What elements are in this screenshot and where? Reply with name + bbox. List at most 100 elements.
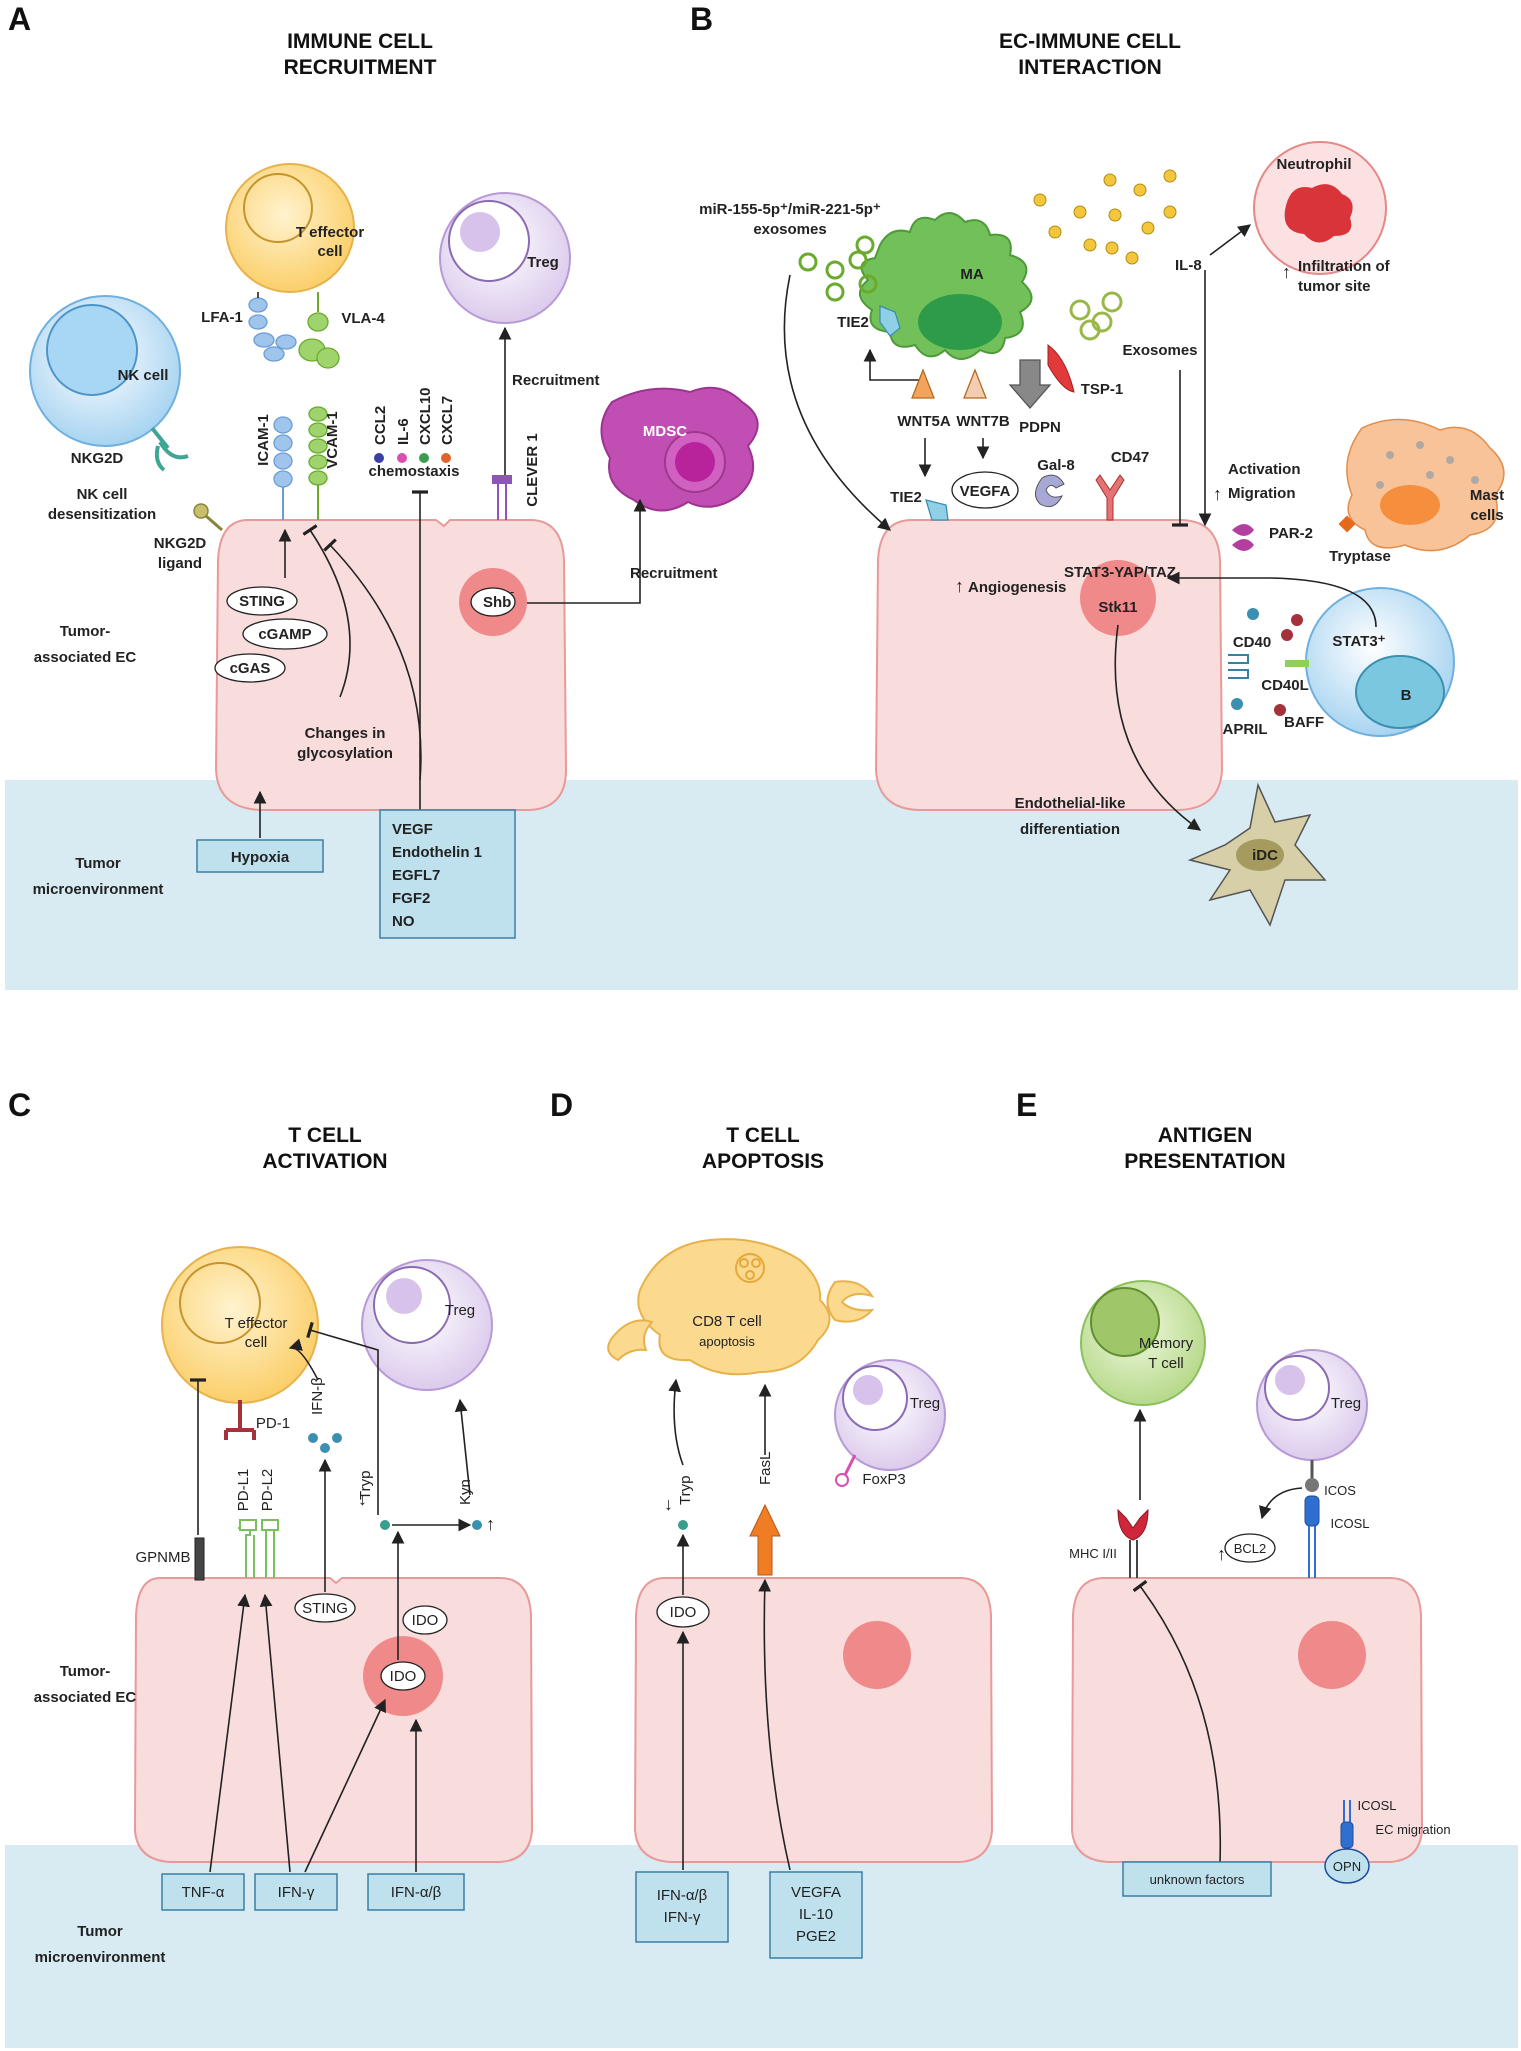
chemokine-cxcl10: CXCL10 [417,387,434,445]
cgas-oval [214,653,286,683]
panel-letter-a: A [8,1,31,37]
ifnab-label-c: IFN-α/β [391,1884,442,1901]
unknown-mhc-inhibit [1132,1579,1222,1863]
nkg2d-ligand-2: ligand [158,555,202,572]
neutrophil-label: Neutrophil [1277,156,1352,173]
endo-diff-label-2: differentiation [1020,821,1120,838]
cgas-label: cGAS [230,660,271,677]
t-effector-label-2: cell [317,243,342,260]
kyn-up-arrow: ↑ [486,1514,495,1534]
ifn-d-2: IFN-γ [664,1909,701,1926]
panel-letter-d: D [550,1087,573,1123]
infiltration-up-arrow: ↑ [1282,262,1291,282]
tryp-d-down-arrow: ↓ [664,1494,673,1514]
panel-d: D T CELL APOPTOSIS IDO CD8 T cell apopto… [550,1087,994,1959]
vla4-vcam1-chain [298,312,340,486]
tnfa-label: TNF-α [182,1884,225,1901]
fasl-label: FasL [757,1452,774,1485]
tryp-dot-d [678,1520,688,1530]
panel-e: E ANTIGEN PRESENTATION Memory T cell Tre… [1016,1087,1451,1897]
wnt7b-shape [963,368,987,399]
shb-label-oval [470,587,516,617]
vegfa-box-d [769,1871,863,1959]
mast-nucleus [1380,485,1440,525]
ma-exosomes [1069,291,1123,341]
stat3-label: STAT3⁺ [1332,633,1385,650]
kyn-dot [472,1520,482,1530]
wnt7b-label: WNT7B [956,413,1009,430]
nk-desens-2: desensitization [48,506,156,523]
clever1-label: CLEVER 1 [524,433,541,506]
chemokine-cxcl7: CXCL7 [439,396,456,445]
pdl2-label: PD-L2 [259,1469,276,1512]
tryp-label-d: Tryp [677,1476,694,1505]
nk-nucleus [46,304,138,396]
panel-a-title-1: IMMUNE CELL [287,30,433,53]
stat3yap-label: STAT3-YAP/TAZ [1064,564,1176,581]
lfa1-icam1-chain [248,297,297,488]
tie2-loop-arrow [863,348,926,381]
cd8-label-1: CD8 T cell [692,1313,761,1330]
memory-label-1: Memory [1139,1335,1194,1352]
hypoxia-box [196,839,324,873]
fasl-arrow-shape [749,1503,781,1576]
treg-label-e: Treg [1331,1395,1361,1412]
mhc-receptor [1117,1508,1149,1541]
nkg2d-ligand-knob [193,503,209,519]
t-effector-nucleus-a [243,173,313,243]
kyn-treg-arrow [454,1398,471,1496]
ec-label-a-2: associated EC [34,649,137,666]
unknown-factors-box [1122,1861,1272,1897]
vegfa-label: VEGFA [960,483,1011,500]
shb-sup: - [510,584,514,599]
par2-receptor [1232,524,1254,551]
ifnb-label: IFN-β [309,1377,326,1415]
ec-b-nucleus [1080,560,1156,636]
mdsc-label: MDSC [643,423,687,440]
cd8-label-2: apoptosis [699,1334,755,1349]
april-label: APRIL [1223,721,1268,738]
icos-head [1305,1478,1319,1492]
ec-migration-label: EC migration [1375,1822,1450,1837]
panel-b: B EC-IMMUNE CELL INTERACTION STAT3-YAP/T… [690,1,1505,927]
memory-label-2: T cell [1148,1355,1184,1372]
sting-label-a: STING [239,593,285,610]
mirna-label-1: miR-155-5p⁺/miR-221-5p⁺ [699,201,881,218]
opn-label: OPN [1333,1859,1361,1874]
pdl2-head [261,1519,279,1531]
tie2-ma-receptor [879,305,901,337]
cd40-label: CD40 [1233,634,1271,651]
infiltration-label-2: tumor site [1298,278,1371,295]
foxp3-head [835,1473,849,1487]
tie2-ec-receptor [925,499,949,521]
infiltration-label-1: Infiltration of [1298,258,1391,275]
tme-label-a-1: Tumor [75,855,121,872]
chemokine-dots [374,453,451,463]
panel-c-title-2: ACTIVATION [262,1150,387,1173]
clever1-receptor [492,475,512,484]
panel-b-title-2: INTERACTION [1018,56,1162,79]
panel-c: C T CELL ACTIVATION IDO IDO STING T effe… [8,1087,534,1966]
vegfa-d: VEGFA [791,1884,841,1901]
chemokine-ccl2: CCL2 [372,406,389,445]
gal8-shape [1035,474,1065,508]
mast-label-1: Mast [1470,487,1504,504]
nkg2d-receptor [150,426,189,472]
chemotaxis-label: chemostaxis [369,463,460,480]
factor-fgf2: FGF2 [392,890,430,907]
sting-oval-a [226,586,298,616]
ec-label-a-1: Tumor- [60,623,111,640]
ifng-ido-arrow [304,1698,386,1873]
angiogenesis-up-arrow: ↑ [955,576,964,596]
angiogenesis-label: Angiogenesis [968,579,1066,596]
t-effector-c-2: cell [245,1334,268,1351]
treg-nucleolus-a [460,212,500,252]
idc-nucleus [1236,839,1284,871]
tme-band-top [5,780,1518,990]
il8-dots [1033,169,1177,265]
mast-label-2: cells [1470,507,1503,524]
hypoxia-label: Hypoxia [231,849,290,866]
ifng-box-c [254,1873,338,1911]
mirna-exosomes [798,235,878,302]
